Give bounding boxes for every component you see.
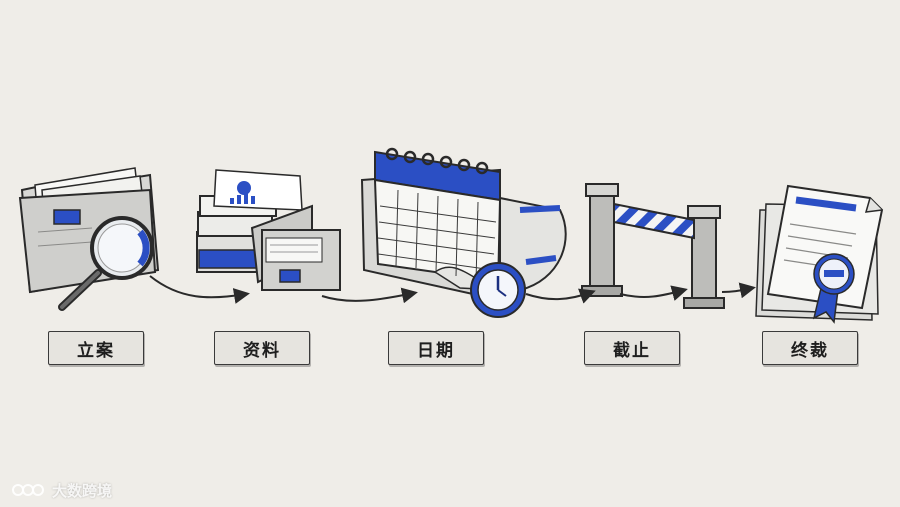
barrier-gate-icon: [581, 183, 725, 309]
brand-logo-icon: [12, 484, 44, 496]
arrow-5: [721, 282, 756, 299]
documents-drawer-icon: [196, 169, 341, 291]
step-label-materials: 资料: [214, 331, 310, 365]
certificate-seal-icon: [755, 184, 884, 324]
arrow-4: [619, 285, 688, 301]
watermark-text: 大数跨境: [52, 481, 113, 500]
watermark: 大数跨境: [10, 478, 112, 502]
step-label-filing: 立案: [48, 331, 144, 365]
arrow-3: [525, 288, 596, 304]
folder-magnifier-icon: [18, 167, 160, 311]
step-label-date: 日期: [388, 331, 484, 365]
calendar-clock-icon: [360, 147, 567, 318]
arrow-1: [149, 275, 250, 304]
step-label-deadline: 截止: [584, 331, 680, 365]
arrow-2: [321, 287, 418, 304]
step-label-final: 终裁: [762, 331, 858, 365]
